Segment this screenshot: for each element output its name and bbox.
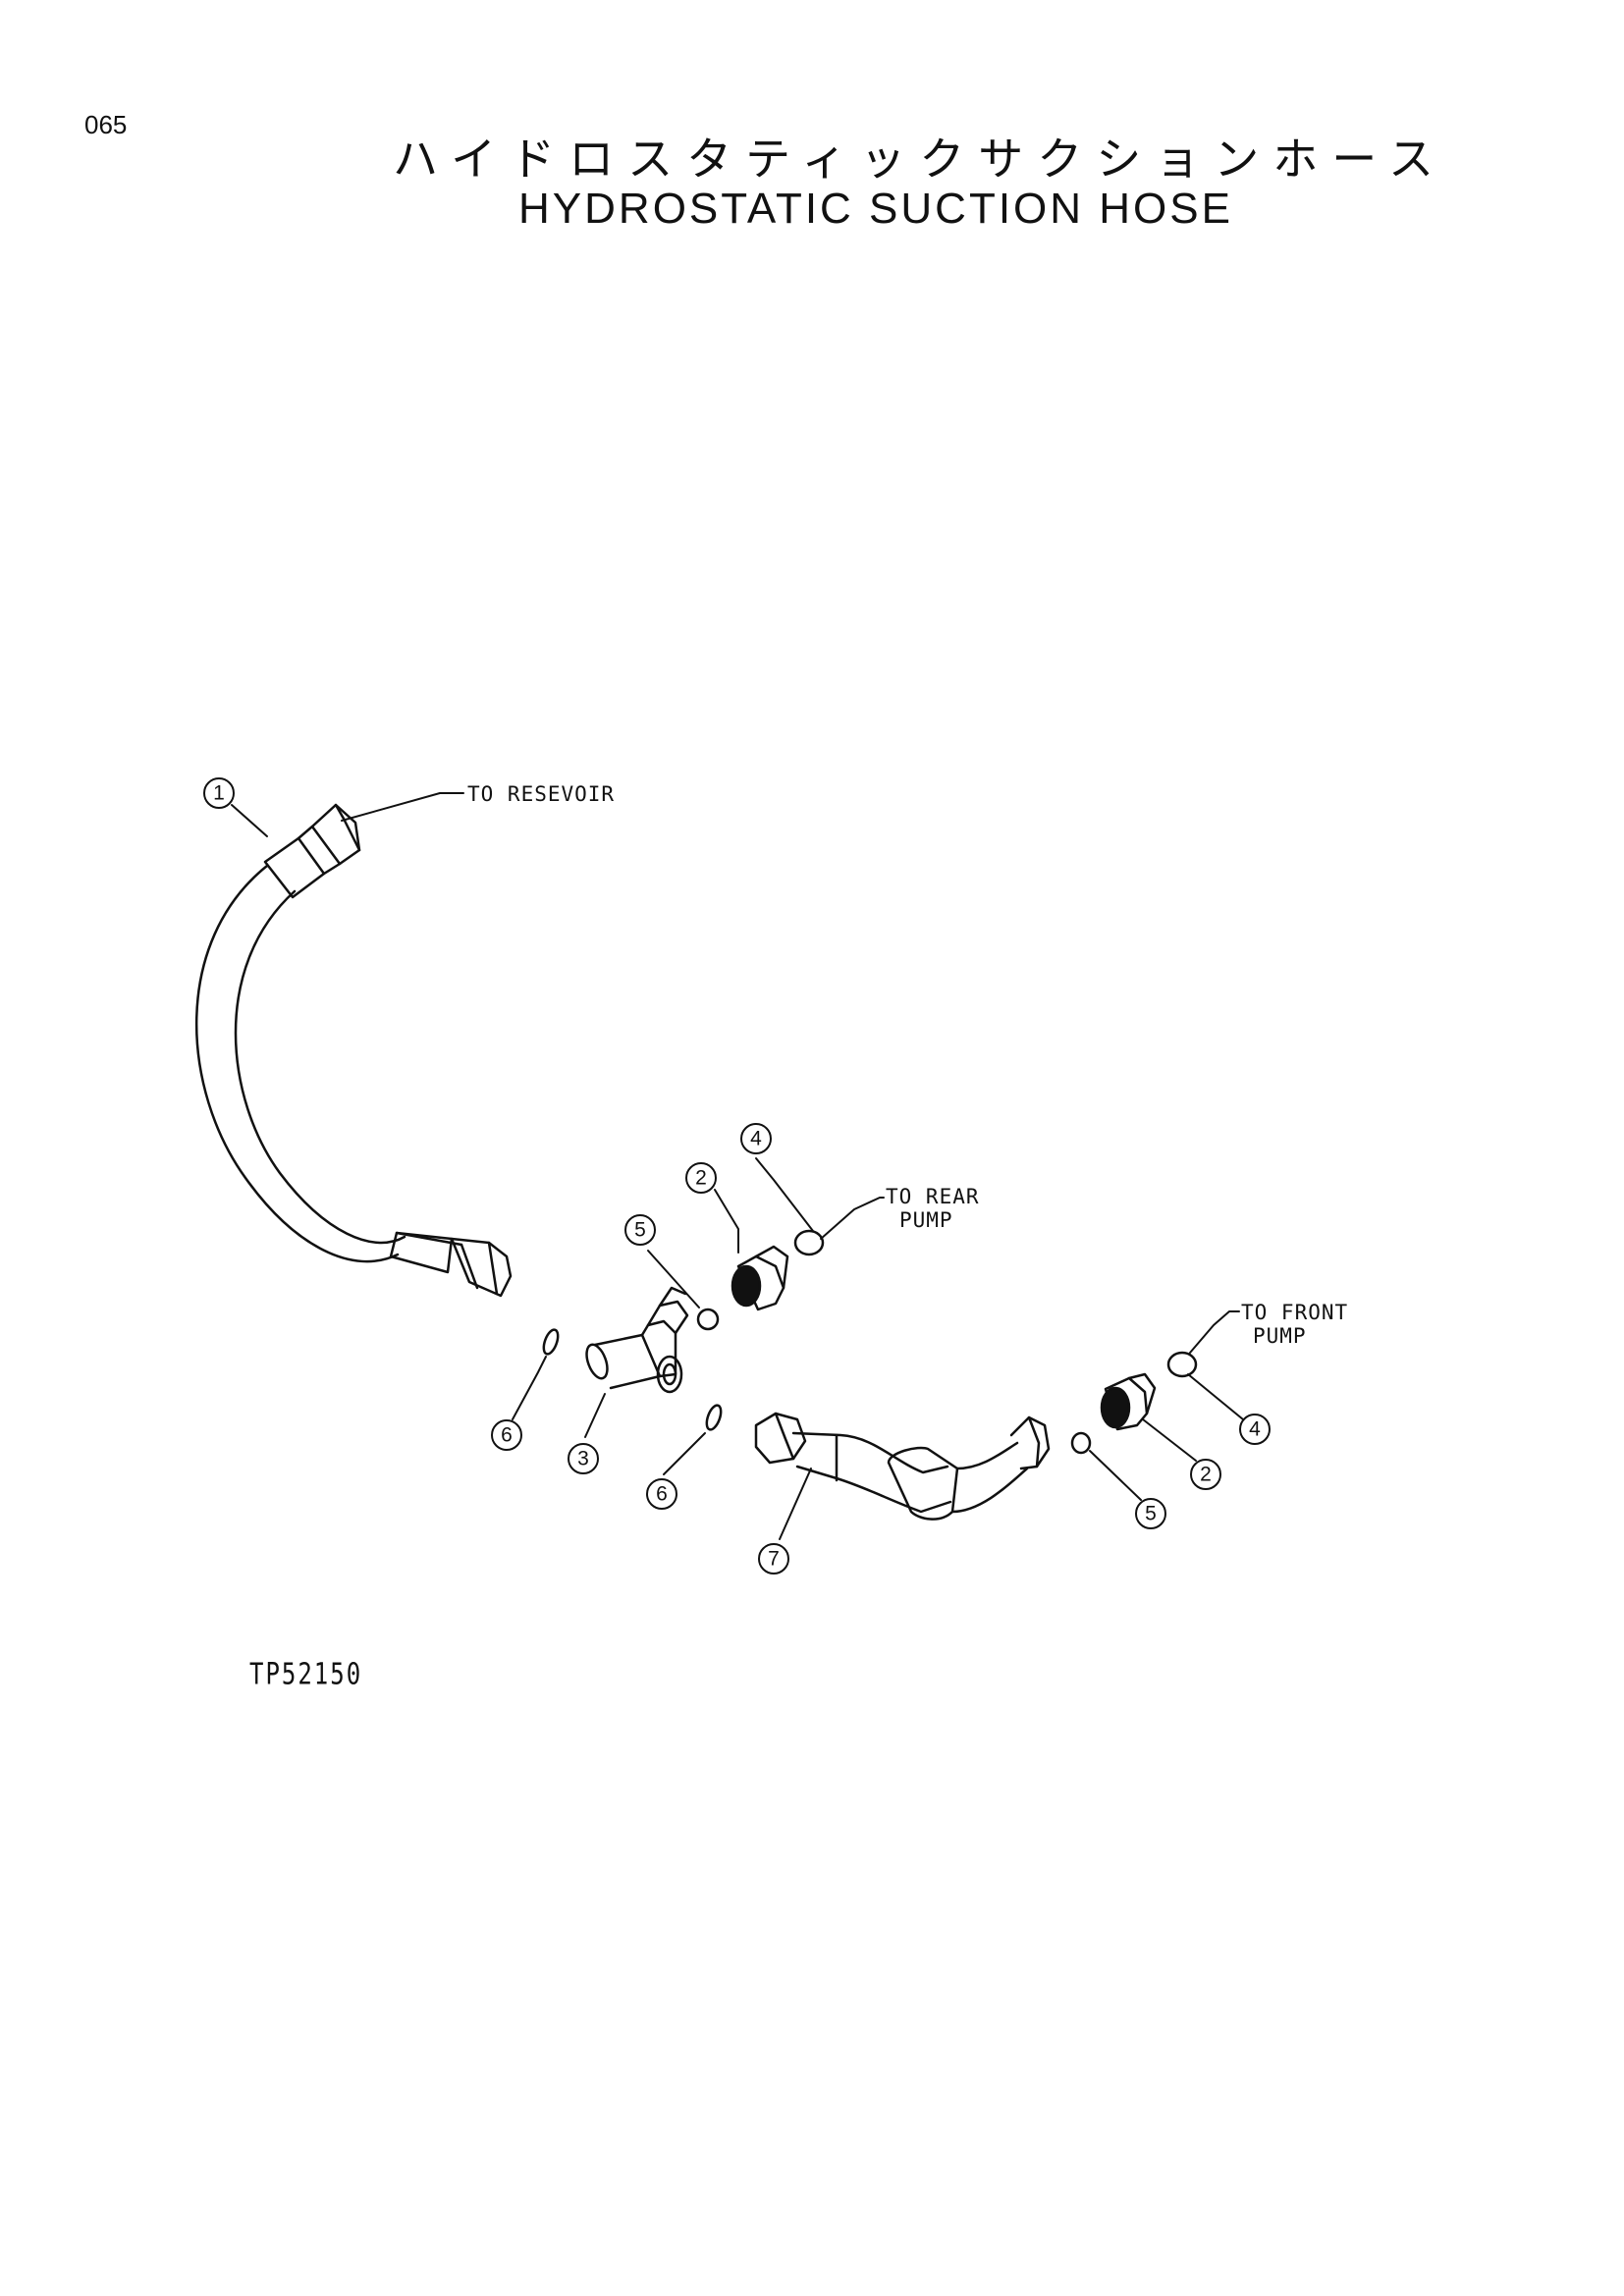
suction-hose-part-1 <box>195 803 513 1298</box>
title-japanese: ハイドロスタティックサクションホース <box>392 133 1448 186</box>
o-ring-part-4-rear <box>793 1229 825 1256</box>
callout-number: 5 <box>634 1219 646 1242</box>
callout-number: 6 <box>656 1483 668 1506</box>
annotation-to-rear-pump-line1: TO REAR <box>886 1185 980 1208</box>
callout-number: 5 <box>1145 1503 1157 1525</box>
annotation-to-rear-pump-line2: PUMP <box>899 1208 953 1232</box>
callout-6-right <box>646 1478 677 1510</box>
callout-3 <box>568 1443 599 1474</box>
callout-5-rear <box>624 1214 656 1246</box>
page-number: 065 <box>84 110 128 139</box>
callout-4-rear <box>740 1123 772 1154</box>
drawing-reference-number: TP52150 <box>249 1657 363 1691</box>
callout-5-front <box>1135 1498 1166 1529</box>
callout-number: 2 <box>695 1167 707 1190</box>
callout-numbers: 1 4 2 5 6 3 6 7 4 2 5 <box>213 782 1261 1571</box>
fitting-part-2-front <box>1100 1372 1157 1431</box>
annotation-to-front-pump-line1: TO FRONT <box>1241 1301 1348 1324</box>
short-hose-part-7 <box>754 1412 1051 1521</box>
callout-1 <box>203 777 235 809</box>
callouts <box>203 777 1271 1575</box>
callout-number: 4 <box>750 1128 762 1150</box>
fitting-part-2-rear <box>731 1245 789 1311</box>
o-ring-part-5-rear <box>696 1308 720 1331</box>
o-ring-part-6-right <box>705 1404 723 1431</box>
leader-lines <box>231 792 1244 1540</box>
annotation-to-front-pump-line2: PUMP <box>1253 1324 1307 1348</box>
callout-number: 3 <box>577 1448 589 1470</box>
callout-4-front <box>1239 1414 1271 1445</box>
elbow-adapter-part-3 <box>585 1286 689 1394</box>
callout-2-rear <box>685 1162 717 1194</box>
o-ring-part-6-left <box>542 1328 560 1356</box>
title-english: HYDROSTATIC SUCTION HOSE <box>518 185 1233 233</box>
annotation-to-reservoir: TO RESEVOIR <box>467 782 615 806</box>
callout-6-left <box>491 1419 522 1451</box>
o-ring-part-5-front <box>1070 1431 1092 1455</box>
callout-7 <box>758 1543 789 1575</box>
callout-number: 6 <box>501 1424 513 1447</box>
o-ring-part-4-front <box>1166 1351 1198 1378</box>
callout-number: 1 <box>213 782 225 805</box>
callout-number: 4 <box>1249 1418 1261 1441</box>
callout-number: 7 <box>768 1548 780 1571</box>
callout-2-front <box>1190 1459 1221 1490</box>
callout-number: 2 <box>1200 1464 1212 1486</box>
